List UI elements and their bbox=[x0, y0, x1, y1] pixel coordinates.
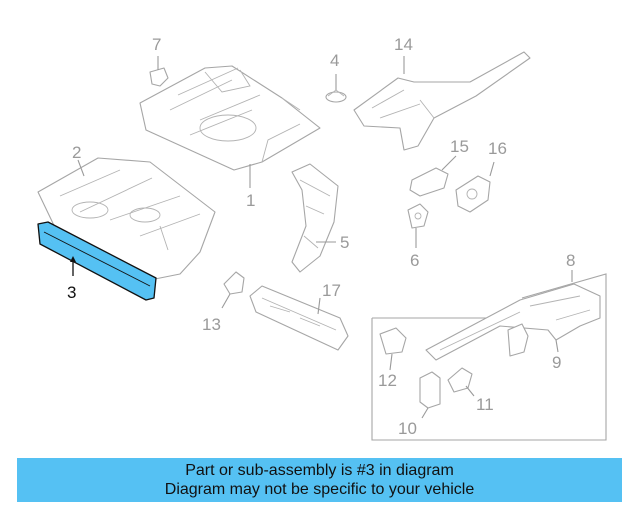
part-info-banner: Part or sub-assembly is #3 in diagram Di… bbox=[17, 458, 622, 502]
leader-16 bbox=[489, 161, 495, 177]
part-15-bracket bbox=[409, 167, 449, 197]
callout-10: 10 bbox=[398, 419, 417, 438]
part-6-bracket bbox=[407, 203, 429, 229]
part-4-plug bbox=[325, 89, 347, 103]
part-5-side-panel bbox=[291, 163, 339, 273]
part-10-plate bbox=[419, 371, 441, 409]
part-2-rear-floor bbox=[37, 157, 216, 281]
callout-17: 17 bbox=[322, 281, 341, 300]
leader-11 bbox=[465, 385, 475, 397]
part-12-bracket bbox=[379, 327, 407, 355]
callout-8: 8 bbox=[566, 251, 575, 270]
callout-3: 3 bbox=[67, 283, 76, 302]
part-8-subassembly-box bbox=[371, 273, 607, 441]
part-9-rear-rail bbox=[425, 283, 601, 361]
callout-5: 5 bbox=[340, 233, 349, 252]
callout-12: 12 bbox=[378, 371, 397, 390]
part-16-mount bbox=[455, 175, 491, 213]
part-unlabeled-bracket bbox=[507, 323, 529, 357]
callout-11: 11 bbox=[476, 395, 494, 414]
callout-1: 1 bbox=[246, 191, 255, 210]
part-7-small-bracket bbox=[149, 67, 169, 87]
leader-3-arrowhead bbox=[70, 256, 76, 262]
leader-17 bbox=[317, 297, 321, 315]
leader-13 bbox=[221, 293, 231, 309]
part-17-frame-rail bbox=[249, 285, 349, 351]
callout-4: 4 bbox=[330, 51, 339, 70]
leader-10 bbox=[421, 407, 429, 419]
callout-16: 16 bbox=[488, 139, 507, 158]
callout-15: 15 bbox=[450, 137, 469, 156]
part-13-small-bracket bbox=[223, 271, 245, 295]
leader-9 bbox=[555, 339, 559, 353]
banner-line-disclaimer: Diagram may not be specific to your vehi… bbox=[164, 481, 475, 498]
callout-14: 14 bbox=[394, 35, 413, 54]
callout-13: 13 bbox=[202, 315, 221, 334]
callout-9: 9 bbox=[552, 353, 561, 372]
callout-2: 2 bbox=[72, 143, 81, 162]
leader-12 bbox=[389, 353, 393, 371]
leader-2 bbox=[77, 159, 85, 177]
callout-7: 7 bbox=[152, 35, 161, 54]
callout-6: 6 bbox=[410, 251, 419, 270]
leader-15 bbox=[441, 155, 457, 171]
banner-line-part: Part or sub-assembly is #3 in diagram bbox=[185, 462, 454, 479]
part-1-floor-pan bbox=[139, 65, 321, 171]
part-3-crossmember-highlighted bbox=[37, 221, 157, 301]
part-14-rail bbox=[353, 51, 531, 151]
parts-diagram: 1 2 3 4 5 6 7 bbox=[37, 35, 607, 441]
